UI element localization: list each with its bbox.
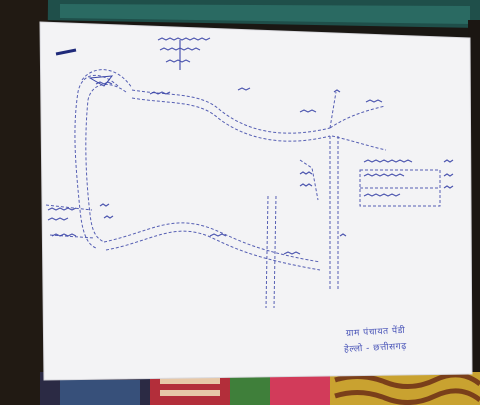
pen-stroke-mark — [55, 48, 77, 56]
